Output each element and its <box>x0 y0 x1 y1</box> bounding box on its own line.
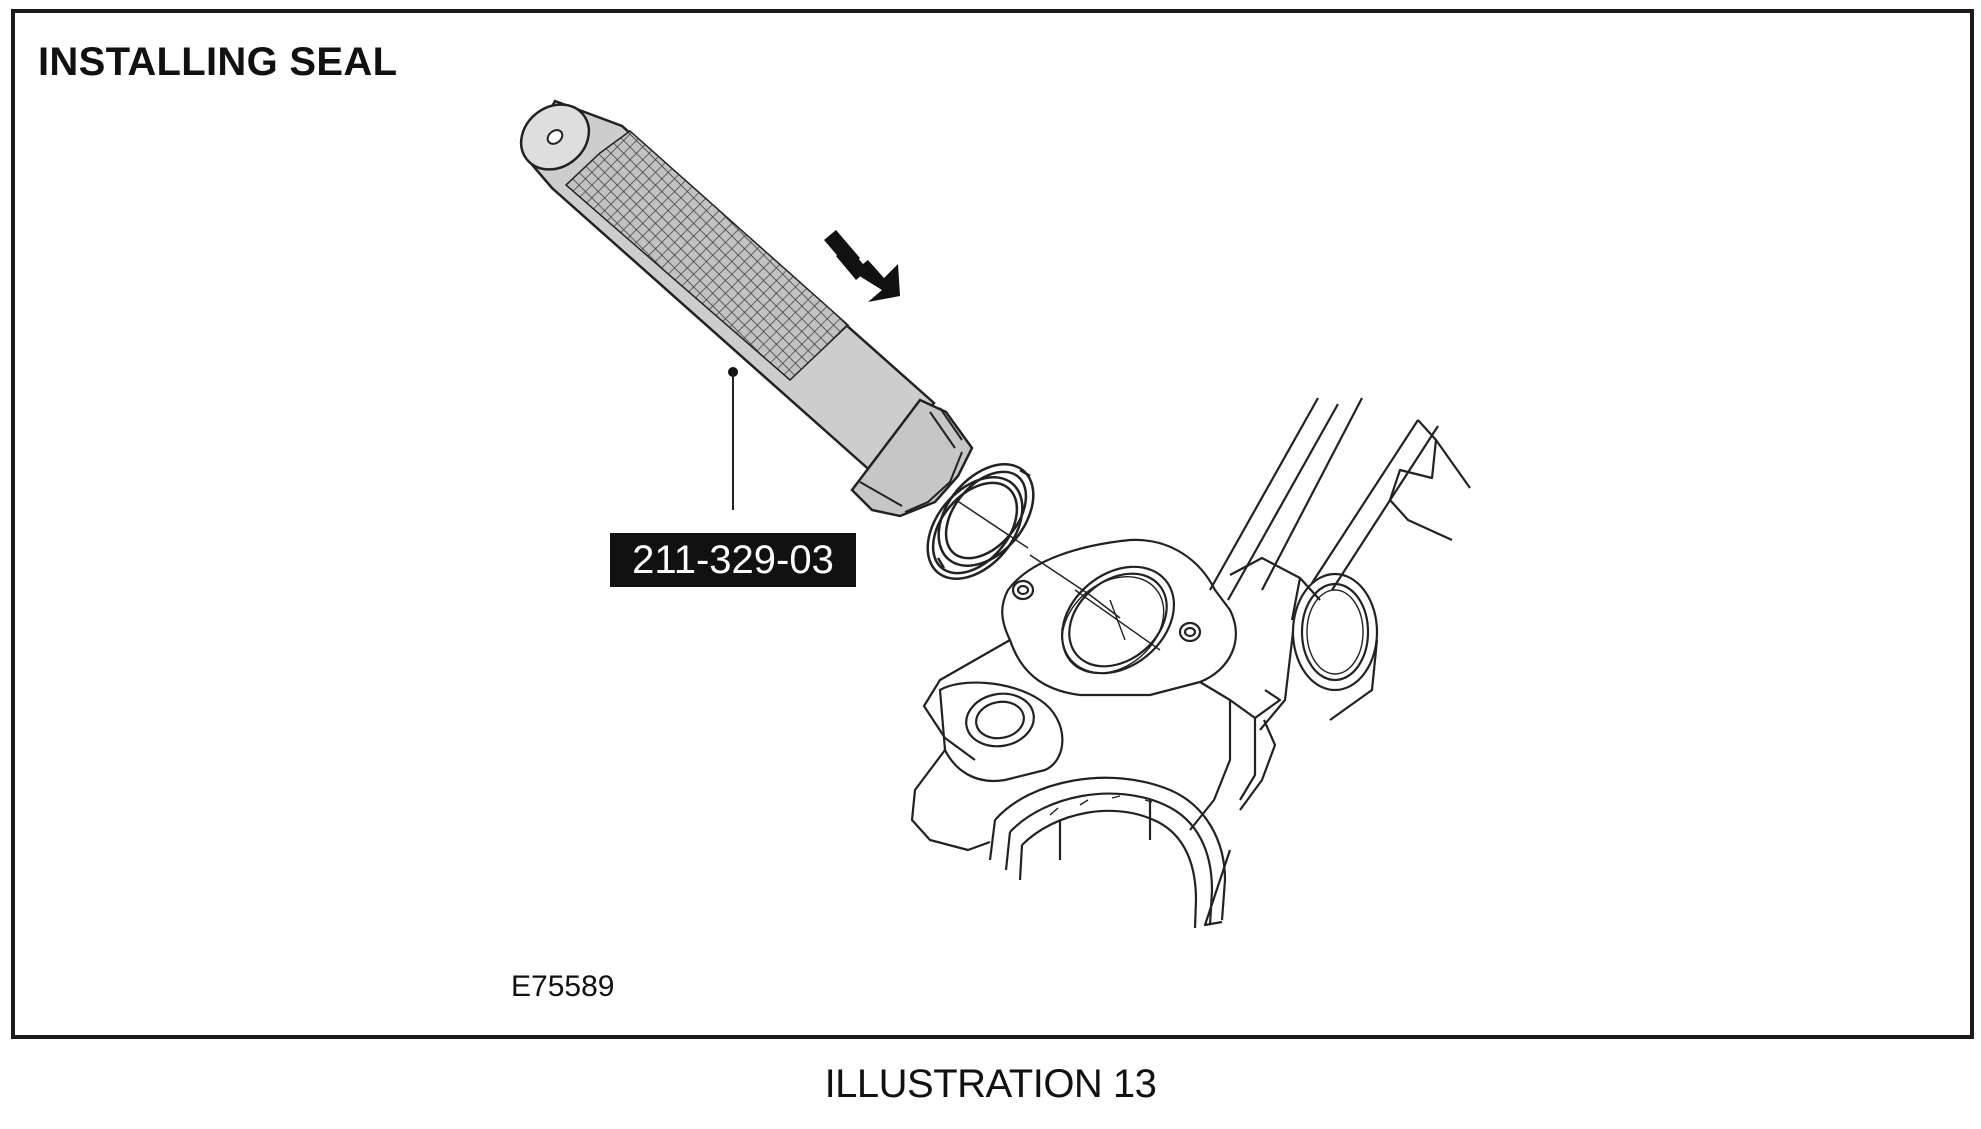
direction-arrow-icon <box>824 230 900 302</box>
steering-gear-housing <box>910 397 1471 929</box>
figure-title: INSTALLING SEAL <box>38 40 398 84</box>
seal-installer-tool <box>519 99 974 518</box>
illustration-caption: ILLUSTRATION 13 <box>824 1062 1157 1106</box>
image-code: E75589 <box>511 970 615 1003</box>
callout-leader <box>728 367 738 510</box>
tool-number-label: 211-329-03 <box>610 533 856 587</box>
alignment-lines <box>955 499 1121 619</box>
